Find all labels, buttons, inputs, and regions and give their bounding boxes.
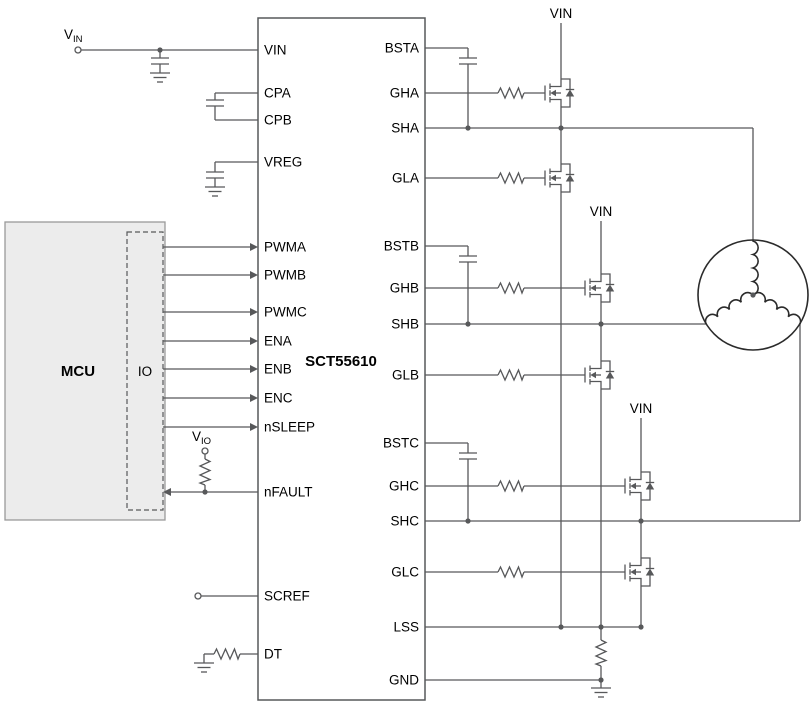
motor-coil-a — [749, 240, 759, 296]
pin-pwma: PWMA — [264, 240, 306, 255]
pin-gnd: GND — [389, 673, 419, 688]
pin-ghb: GHB — [390, 281, 419, 296]
gate-resistor-ghb — [497, 282, 525, 294]
mosfet-a-high — [544, 72, 575, 114]
mosfet-c-low — [624, 551, 655, 593]
arrow-into-ic — [249, 393, 259, 403]
phase-a: VIN — [425, 6, 754, 627]
pin-vreg: VREG — [264, 155, 302, 170]
net-vin-input: VIN — [64, 27, 258, 83]
pin-lss: LSS — [393, 620, 419, 635]
pin-bsta: BSTA — [385, 41, 419, 56]
vin-terminal-label: VIN — [64, 27, 83, 45]
net-nfault: VIO — [162, 429, 258, 497]
phase-b: VIN — [425, 204, 706, 627]
pin-scref: SCREF — [264, 589, 310, 604]
mosfet-a-low — [544, 157, 575, 199]
net-lss-gnd — [425, 624, 644, 698]
pin-pwmb: PWMB — [264, 268, 306, 283]
vin-input-ground — [149, 72, 171, 83]
pin-glc: GLC — [391, 565, 419, 580]
bootstrap-capacitor-a — [458, 57, 478, 65]
pin-enb: ENB — [264, 362, 292, 377]
pin-sha: SHA — [391, 121, 419, 136]
gate-resistor-glc — [497, 566, 525, 578]
arrow-into-ic — [249, 364, 259, 374]
ic-name: SCT55610 — [305, 353, 377, 370]
pin-nfault: nFAULT — [264, 485, 313, 500]
pin-ghc: GHC — [389, 479, 419, 494]
io-label: IO — [138, 364, 152, 379]
mosfet-c-high — [624, 465, 655, 507]
net-nsleep — [163, 422, 259, 432]
ic-right-pin-labels: BSTA GHA SHA GLA BSTB GHB SHB GLB BSTC G… — [383, 41, 419, 688]
phase-c: VIN — [425, 324, 801, 627]
vin-rail-b-label: VIN — [590, 204, 613, 219]
net-vreg — [204, 161, 258, 197]
power-ground — [590, 687, 612, 698]
pin-shc: SHC — [390, 514, 419, 529]
mosfet-b-high — [584, 267, 615, 309]
ic-block: SCT55610 VIN CPA CPB VREG PWMA PWMB PWMC… — [257, 17, 426, 701]
pin-bstc: BSTC — [383, 436, 419, 451]
arrow-into-ic — [249, 307, 259, 317]
vin-input-terminal — [74, 46, 82, 54]
dt-resistor — [213, 648, 241, 660]
vio-terminal-label: VIO — [192, 429, 211, 447]
motor — [697, 239, 809, 351]
gate-resistor-glb — [497, 369, 525, 381]
sense-resistor — [595, 639, 607, 667]
arrow-into-ic — [249, 242, 259, 252]
net-pwmb — [163, 270, 259, 280]
vio-terminal — [201, 447, 209, 455]
pin-dt: DT — [264, 647, 282, 662]
gate-resistor-gha — [497, 87, 525, 99]
pin-cpb: CPB — [264, 113, 292, 128]
scref-terminal — [194, 592, 202, 600]
gate-resistor-ghc — [497, 480, 525, 492]
arrow-into-ic — [249, 270, 259, 280]
pin-bstb: BSTB — [384, 239, 419, 254]
pin-cpa: CPA — [264, 86, 291, 101]
net-enb — [163, 364, 259, 374]
pin-enc: ENC — [264, 391, 293, 406]
motor-coil-b — [704, 291, 754, 325]
dt-ground — [193, 662, 215, 673]
net-pwmc — [163, 307, 259, 317]
vin-rail-c-label: VIN — [630, 401, 653, 416]
pin-glb: GLB — [392, 368, 419, 383]
vreg-capacitor — [205, 171, 225, 179]
net-dt — [193, 648, 258, 673]
pin-pwmc: PWMC — [264, 305, 307, 320]
motor-coil-c — [752, 291, 802, 325]
net-enc — [163, 393, 259, 403]
net-scref — [194, 592, 258, 600]
pin-gla: GLA — [392, 171, 419, 186]
ic-left-pin-labels: VIN CPA CPB VREG PWMA PWMB PWMC ENA ENB … — [264, 43, 315, 662]
pin-shb: SHB — [391, 317, 419, 332]
bootstrap-capacitor-b — [458, 255, 478, 263]
mcu-label: MCU — [61, 363, 95, 380]
pin-ena: ENA — [264, 334, 292, 349]
net-ena — [163, 336, 259, 346]
mosfet-b-low — [584, 354, 615, 396]
pin-nsleep: nSLEEP — [264, 420, 315, 435]
nfault-pullup-resistor — [199, 458, 211, 486]
vreg-ground — [204, 186, 226, 197]
net-pwma — [163, 242, 259, 252]
vin-rail-a-label: VIN — [550, 6, 573, 21]
bootstrap-capacitor-c — [458, 452, 478, 460]
pin-gha: GHA — [390, 86, 419, 101]
pin-vin: VIN — [264, 43, 287, 58]
arrow-into-ic — [249, 336, 259, 346]
gate-resistor-gla — [497, 172, 525, 184]
io-port-box — [126, 231, 164, 511]
charge-pump-capacitor — [205, 99, 225, 107]
arrow-into-ic — [249, 422, 259, 432]
vin-input-capacitor — [150, 57, 170, 65]
mcu-block: MCU IO — [4, 221, 166, 521]
net-charge-pump — [205, 92, 258, 121]
